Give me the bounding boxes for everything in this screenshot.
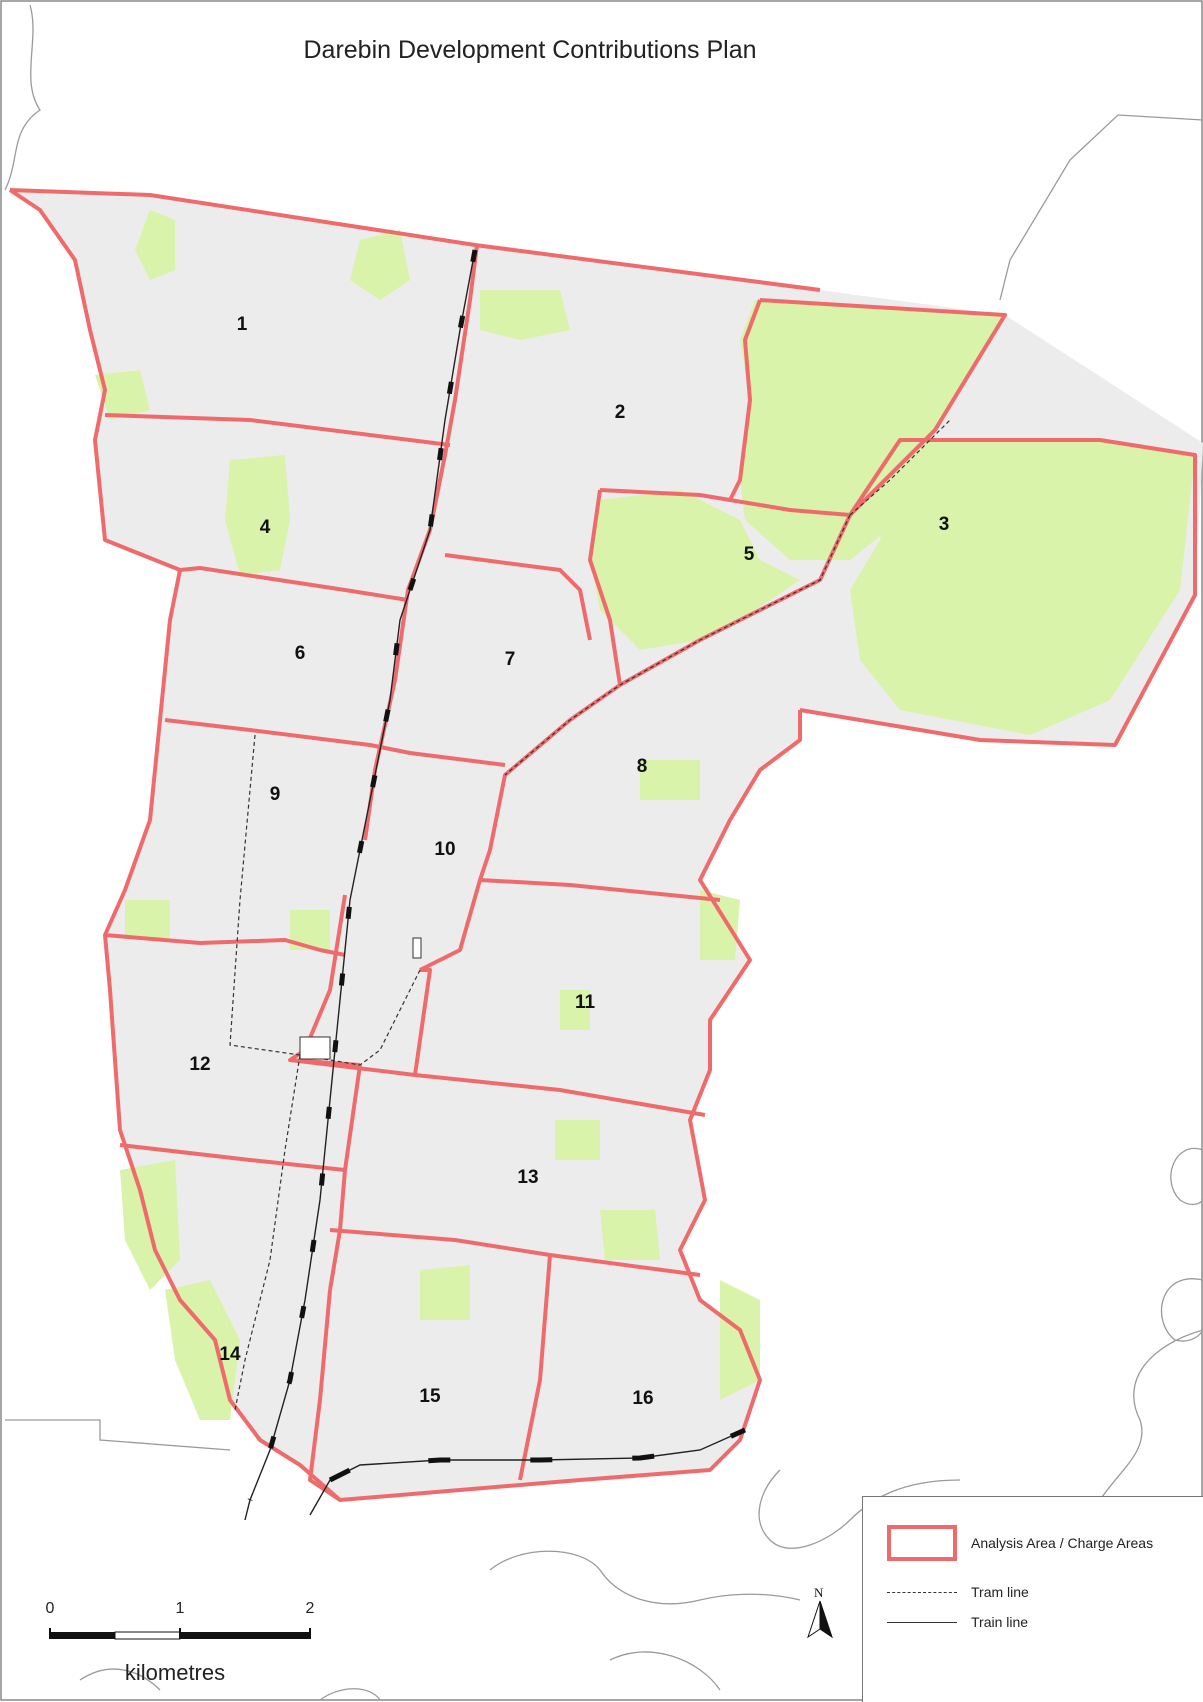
- scale-tick-0: 0: [45, 1600, 55, 1617]
- area-label-9: 9: [270, 784, 281, 805]
- area-label-1: 1: [237, 314, 248, 335]
- scale-unit-label: kilometres: [124, 1660, 226, 1685]
- legend-swatch-dashed-line: [887, 1591, 957, 1593]
- train-lines: [244, 249, 747, 1521]
- legend-item-analysis-area: Analysis Area / Charge Areas: [887, 1525, 1153, 1561]
- map-title: Darebin Development Contributions Plan: [303, 36, 757, 64]
- legend-swatch-red-box: [887, 1525, 957, 1561]
- area-label-16: 16: [632, 1388, 653, 1409]
- area-label-13: 13: [517, 1167, 538, 1188]
- north-label: N: [814, 1585, 824, 1600]
- area-label-8: 8: [637, 756, 648, 777]
- area-label-12: 12: [189, 1054, 210, 1075]
- area-label-4: 4: [260, 517, 271, 538]
- scale-bar: 0 1 2 kilometres: [40, 1600, 340, 1695]
- area-label-2: 2: [615, 402, 626, 423]
- legend-label-tram-line: Tram line: [971, 1584, 1029, 1600]
- legend-swatch-solid-line: [887, 1621, 957, 1623]
- legend-label-train-line: Train line: [971, 1614, 1029, 1630]
- north-arrow: N: [800, 1585, 840, 1645]
- scale-bar-graphic: [49, 1628, 311, 1640]
- area-label-7: 7: [505, 649, 516, 670]
- area-label-14: 14: [219, 1344, 241, 1365]
- open-space: [95, 210, 1195, 1420]
- legend-item-train-line: Train line: [887, 1614, 1028, 1630]
- area-label-10: 10: [434, 839, 455, 860]
- legend-label-analysis-area: Analysis Area / Charge Areas: [971, 1535, 1154, 1551]
- legend-item-tram-line: Tram line: [887, 1584, 1029, 1600]
- north-arrow-icon: N: [807, 1585, 833, 1639]
- scale-tick-2: 2: [305, 1600, 315, 1617]
- area-label-15: 15: [419, 1386, 441, 1407]
- area-label-3: 3: [939, 514, 950, 535]
- context-boundaries: [4, 4, 1203, 1701]
- area-labels: 1 2 3 4 5 6 7 8 9 10 11 12 13 14 15 16: [189, 314, 949, 1409]
- legend-panel: Analysis Area / Charge Areas Tram line T…: [862, 1496, 1203, 1702]
- area-label-11: 11: [575, 992, 596, 1013]
- station-markers: [299, 937, 422, 1060]
- scale-tick-1: 1: [175, 1600, 185, 1617]
- area-label-6: 6: [295, 643, 306, 664]
- area-label-5: 5: [744, 544, 755, 565]
